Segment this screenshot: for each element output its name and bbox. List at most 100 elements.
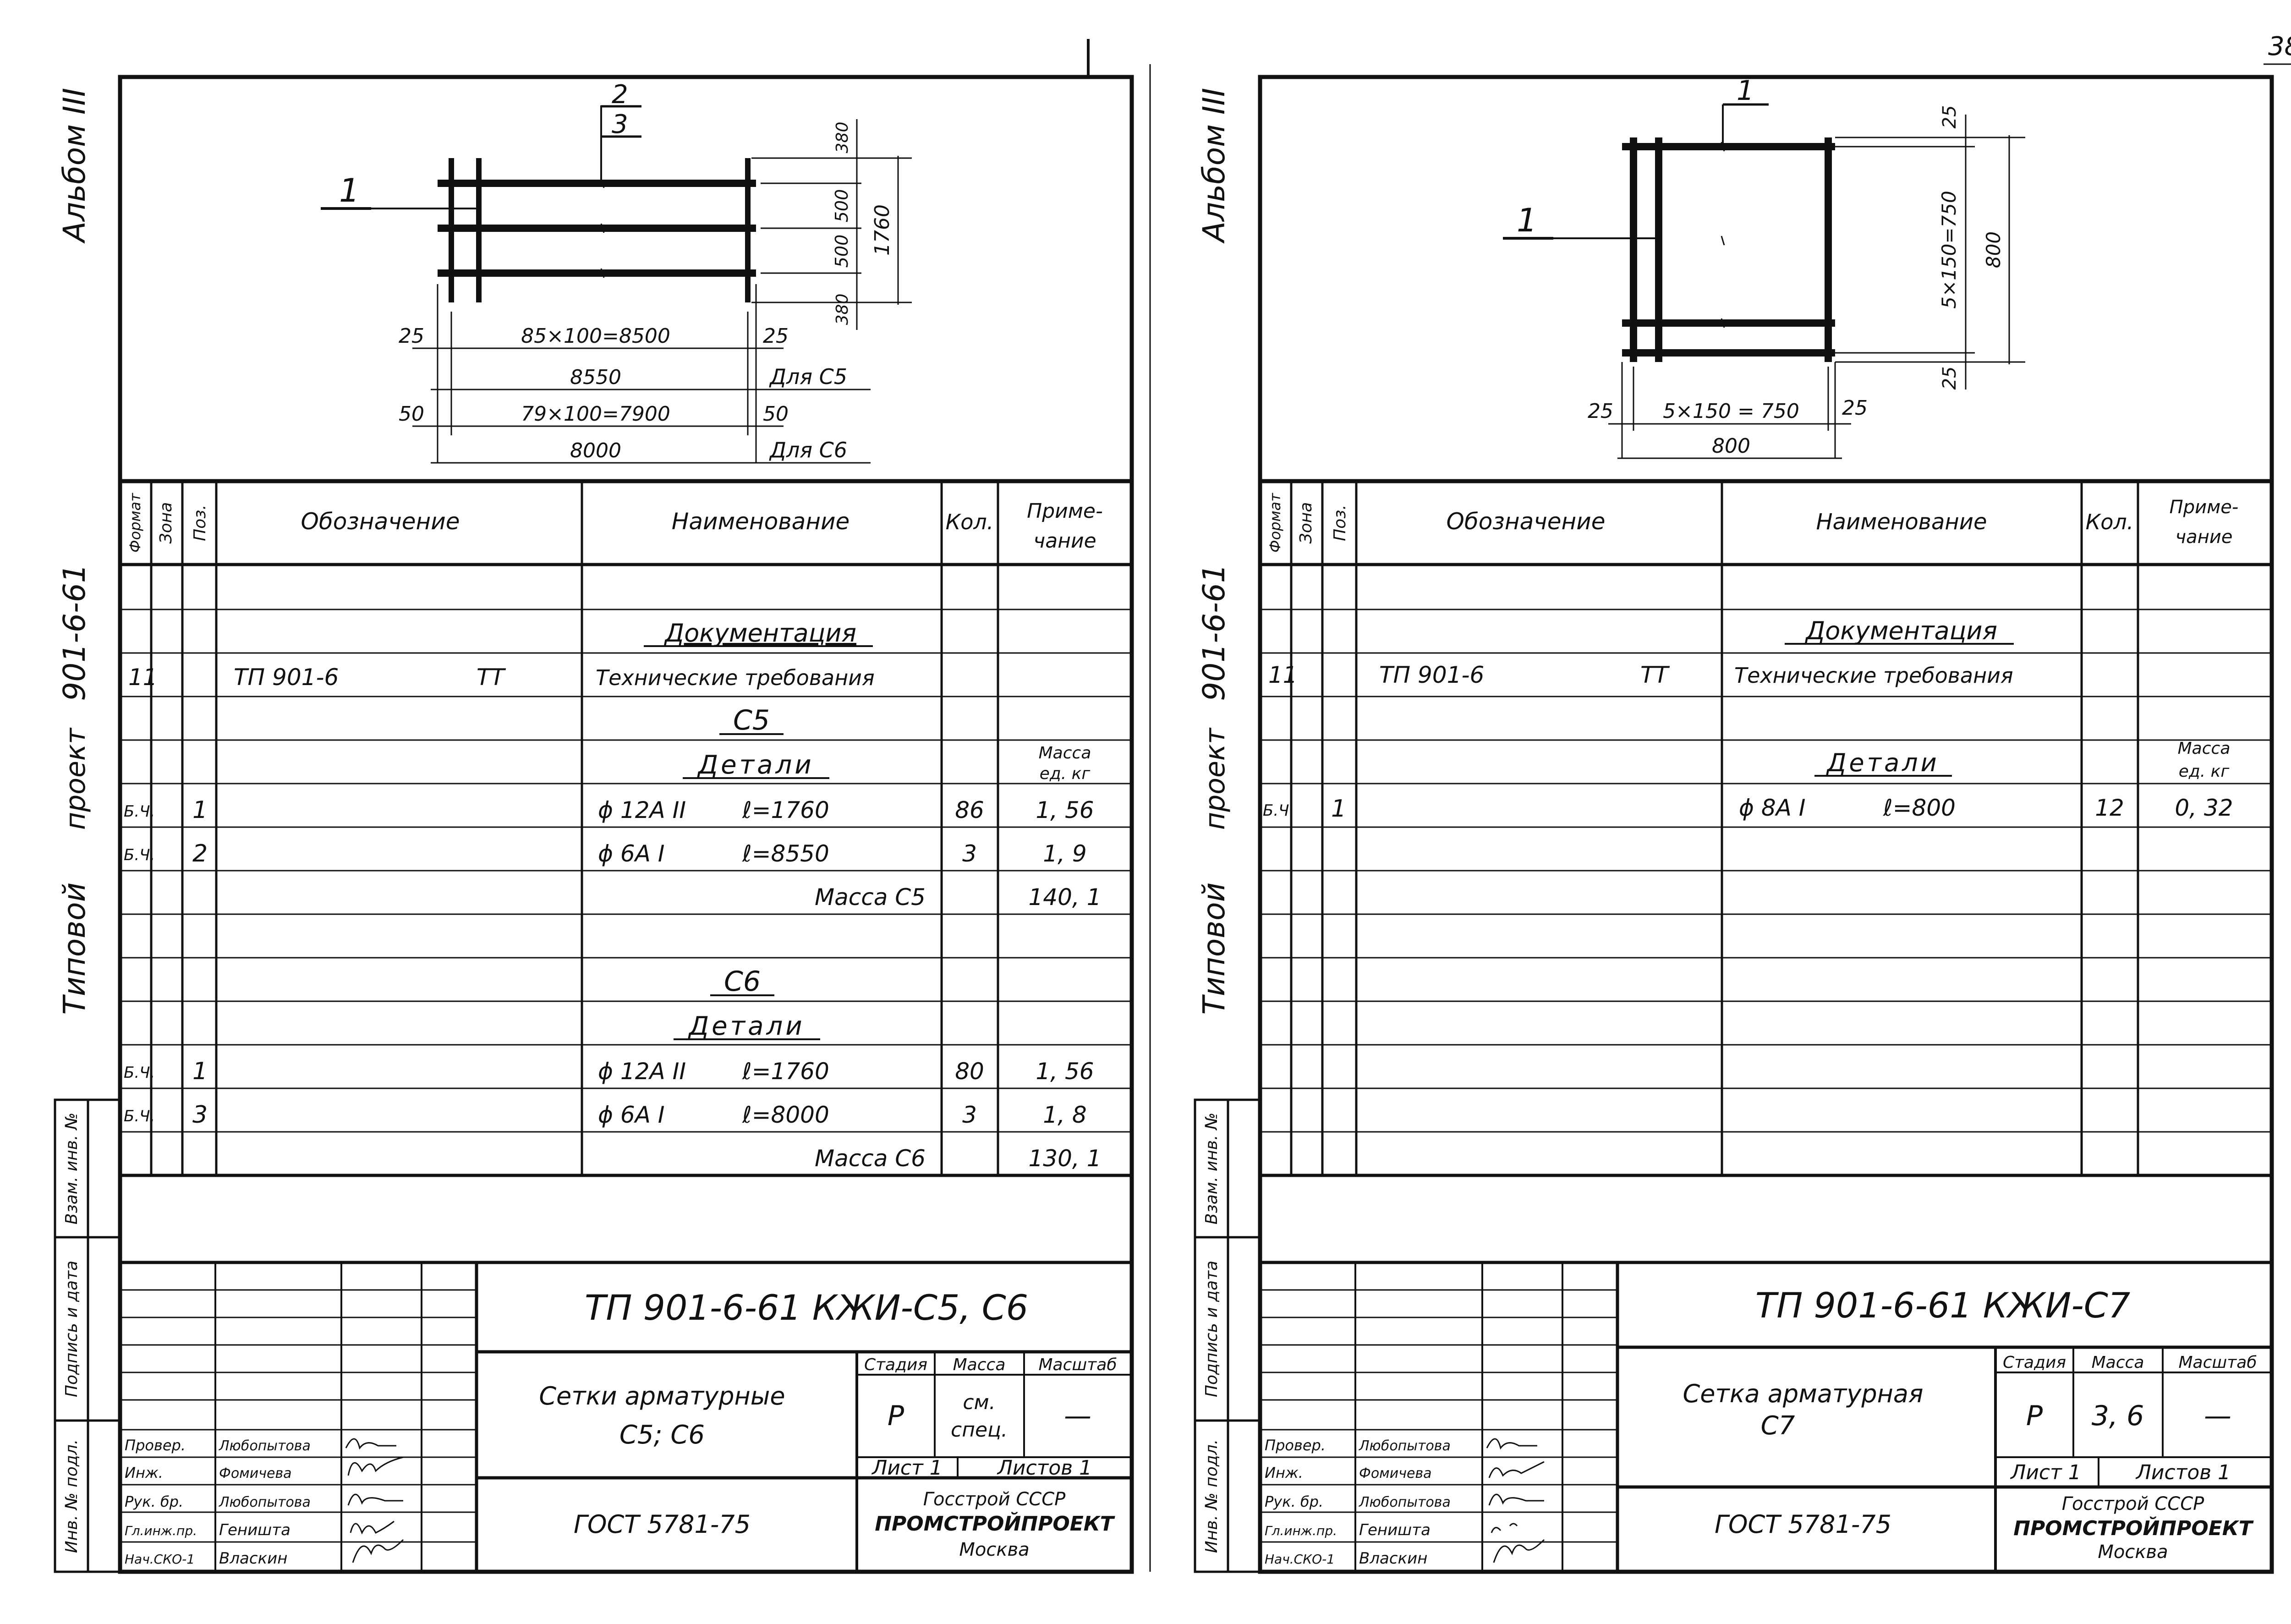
c7-dim-25-bottom: 25 — [1939, 367, 1960, 390]
r3-pos: 1 — [192, 1058, 208, 1085]
org-1-r: Госстрой СССР — [2062, 1493, 2204, 1514]
dim-1760: 1760 — [871, 204, 894, 256]
person-4-r: Власкин — [1359, 1549, 1427, 1568]
tt-format-r: 11 — [1268, 662, 1298, 688]
dim-8500: 85×100=8500 — [521, 324, 670, 348]
person-1: Фомичева — [219, 1465, 292, 1481]
r1-note-r: 0, 32 — [2175, 795, 2233, 821]
person-0-r: Любопытова — [1359, 1438, 1451, 1454]
c7-pos-callout-1: 1 — [1517, 202, 1537, 239]
mass-c6-label: Масса С6 — [815, 1145, 926, 1172]
dim-8550: 8550 — [570, 366, 621, 389]
drawing-code: ТП 901-6-61 КЖИ-С5, С6 — [585, 1287, 1028, 1328]
c7-dim-25-right: 25 — [1842, 396, 1868, 420]
col-zone-r: Зона — [1297, 502, 1315, 544]
person-4: Власкин — [219, 1549, 287, 1568]
col-name-r: Наименование — [1816, 509, 1987, 535]
r1-qty: 86 — [955, 797, 984, 823]
col-zone: Зона — [157, 502, 175, 544]
r1-length-r: ℓ=800 — [1883, 795, 1956, 821]
dim-380-top: 380 — [833, 122, 852, 154]
col-designation-r: Обозначение — [1447, 508, 1606, 535]
r2-name: ϕ 6А I — [598, 840, 665, 867]
r2-format: Б.Ч. — [124, 846, 155, 864]
c7-dim-25-left: 25 — [1588, 400, 1613, 423]
album-label: Альбом III — [57, 88, 92, 244]
dim-500-b: 500 — [832, 235, 852, 268]
c7-dim-800-v: 800 — [1982, 231, 2005, 268]
album-label-r: Альбом III — [1196, 88, 1232, 244]
tt-designation: ТП 901-6 — [234, 664, 339, 691]
r1-name: ϕ 12А II — [598, 797, 686, 823]
dim-500-a: 500 — [832, 189, 852, 223]
role-2: Рук. бр. — [125, 1493, 183, 1510]
r2-length: ℓ=8550 — [742, 840, 829, 867]
transverse-bars — [449, 158, 751, 302]
sheet-right: 38 Альбом III Типовой проект 901-6-61 Ин… — [1194, 32, 2291, 1574]
col-qty: Кол. — [946, 510, 994, 534]
inv-orig-label-r: Инв. № подл. — [1202, 1439, 1221, 1553]
person-0: Любопытова — [219, 1438, 311, 1454]
tt-code: ТТ — [477, 664, 506, 691]
col-pos-r: Поз. — [1331, 505, 1349, 541]
role-0: Провер. — [125, 1437, 186, 1454]
sheets-total-r: Листов 1 — [2135, 1461, 2231, 1484]
r2-pos: 2 — [192, 840, 208, 867]
org-2: ПРОМСТРОЙПРОЕКТ — [875, 1511, 1115, 1536]
r1-note: 1, 56 — [1036, 797, 1094, 823]
page-mark: 38 — [2268, 32, 2291, 61]
r4-qty: 3 — [962, 1102, 977, 1128]
swap-inv-label-r: Взам. инв. № — [1202, 1113, 1221, 1224]
person-2: Любопытова — [219, 1494, 311, 1510]
pos-callout-3: 3 — [612, 110, 628, 139]
pos-callout-2: 2 — [612, 80, 628, 110]
c5-title: С5 — [733, 704, 770, 736]
mass-value-r: 3, 6 — [2092, 1400, 2144, 1432]
drawing-title-2-r: С7 — [1761, 1411, 1795, 1441]
r1-length: ℓ=1760 — [742, 797, 829, 823]
details-title-1: Детали — [696, 750, 814, 780]
tt-name-r: Технические требования — [1734, 663, 2013, 688]
title-block-r — [1260, 1262, 2272, 1572]
project-label-1: Типовой — [57, 883, 92, 1015]
mass-unit-1-r: Масса — [2178, 739, 2231, 758]
signature-rows: Провер. Любопытова Инж. Фомичева Рук. бр… — [125, 1437, 311, 1568]
doc-section-title-r: Документация — [1805, 616, 1997, 645]
mass-unit-1: Масса — [1039, 744, 1091, 763]
org-2-r: ПРОМСТРОЙПРОЕКТ — [2013, 1516, 2254, 1540]
tt-designation-r: ТП 901-6 — [1379, 662, 1484, 688]
mesh-drawing-c7: 1 1 25 5×150=750 800 25 25 — [1503, 75, 2025, 459]
doc-section-title: Документация — [664, 619, 856, 647]
mass-c5-label: Масса С5 — [815, 884, 926, 911]
longitudinal-bars — [438, 180, 756, 277]
mass-value-1: см. — [963, 1391, 995, 1414]
signatures-r — [1486, 1438, 1545, 1563]
dim-for-c5: Для С5 — [769, 364, 847, 389]
mass-value-2: спец. — [951, 1418, 1008, 1442]
stage-header-r: Стадия — [2003, 1353, 2066, 1372]
signature-rows-r: Провер. Любопытова Инж. Фомичева Рук. бр… — [1265, 1437, 1451, 1568]
sign-date-label-r: Подпись и дата — [1202, 1261, 1221, 1397]
r2-qty: 3 — [962, 840, 977, 867]
r1-pos: 1 — [192, 796, 208, 824]
r1-name-r: ϕ 8А I — [1739, 795, 1806, 821]
c7-dim-750-v: 5×150=750 — [1938, 191, 1960, 308]
dim-8000: 8000 — [570, 439, 621, 462]
person-3-r: Геништа — [1359, 1521, 1431, 1539]
sign-date-label: Подпись и дата — [62, 1261, 81, 1397]
mesh-drawing-c5-c6: 1 2 3 380 500 500 380 1760 — [321, 80, 912, 464]
swap-inv-label: Взам. инв. № — [62, 1113, 81, 1224]
title-block — [120, 1262, 1132, 1572]
pos-callout-1: 1 — [339, 172, 360, 209]
sheets-total: Листов 1 — [997, 1456, 1092, 1480]
sheet-no-r: Лист 1 — [2010, 1461, 2081, 1484]
scale-header-r: Масштаб — [2178, 1353, 2257, 1372]
spec-table-r — [1260, 479, 2272, 1264]
details-title-2: Детали — [687, 1011, 805, 1041]
mass-header-r: Масса — [2092, 1353, 2144, 1372]
r3-length: ℓ=1760 — [742, 1058, 829, 1085]
role-1-r: Инж. — [1265, 1464, 1303, 1481]
sheet-no: Лист 1 — [871, 1456, 942, 1480]
drawing-title-1-r: Сетка арматурная — [1683, 1379, 1923, 1408]
dim-50-left: 50 — [399, 402, 424, 426]
